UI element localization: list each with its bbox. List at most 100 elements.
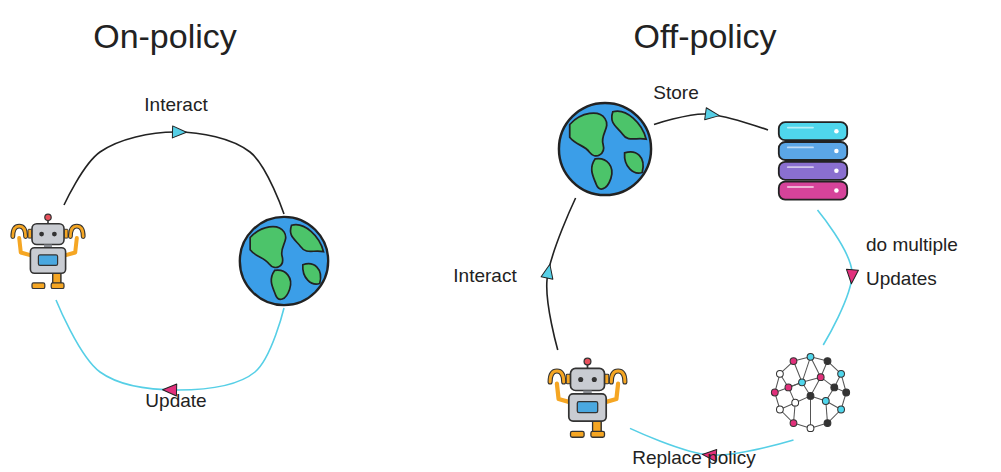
robot-claw — [550, 371, 564, 382]
robot-foot — [32, 283, 45, 289]
network-neuron — [824, 420, 831, 427]
database-light — [834, 149, 839, 154]
network-neuron — [792, 399, 799, 406]
robot-body — [569, 394, 606, 421]
robot-screen — [38, 255, 57, 265]
network-neuron — [807, 425, 814, 432]
database-disk — [779, 142, 847, 160]
arrow-head — [541, 263, 556, 279]
continents — [250, 225, 323, 300]
network-neuron — [817, 374, 824, 381]
robot-eye — [52, 232, 57, 237]
database-shine — [788, 166, 813, 168]
section-title: On-policy — [93, 16, 237, 56]
network-neuron — [838, 370, 845, 377]
continent — [592, 159, 612, 189]
database-light — [834, 129, 839, 134]
robot-eye — [578, 377, 583, 382]
robot-leg — [593, 420, 602, 432]
robot-head — [571, 368, 605, 390]
arrow-head — [172, 126, 186, 138]
continent — [303, 264, 321, 284]
continent — [625, 152, 644, 173]
neural-network-icon — [768, 345, 853, 440]
robot-claw — [611, 371, 625, 382]
network-neuron — [790, 420, 797, 427]
edge-label: Store — [606, 76, 746, 110]
database-light — [834, 188, 839, 193]
network-neuron — [838, 406, 845, 413]
arrow-head — [705, 108, 720, 122]
icon-graphic — [237, 214, 331, 308]
earth-icon — [237, 214, 331, 308]
robot-claw — [70, 226, 83, 236]
continent — [291, 225, 324, 252]
network-neuron — [831, 384, 838, 391]
ocean — [240, 217, 328, 305]
continent — [612, 111, 646, 139]
robot-head — [32, 224, 64, 245]
network-neuron — [790, 358, 797, 365]
network-neuron — [785, 384, 792, 391]
continents — [570, 111, 646, 189]
robot-eye — [592, 377, 597, 382]
robot-leg — [53, 273, 61, 284]
arrow-head — [845, 269, 858, 284]
globe-outline — [559, 103, 651, 195]
network-neuron — [824, 358, 831, 365]
network-neuron — [807, 393, 814, 400]
database-disk — [779, 182, 847, 200]
network-neuron — [777, 406, 784, 413]
network-neuron — [777, 370, 784, 377]
section-title: Off-policy — [634, 16, 777, 56]
edge-label: do multiple Updates — [866, 228, 978, 296]
database-light — [834, 169, 839, 174]
icon-graphic — [8, 205, 88, 300]
robot-claw — [70, 226, 83, 236]
robot-icon — [8, 205, 88, 300]
database-shine — [788, 186, 813, 188]
robot-claw — [13, 226, 26, 236]
robot-body — [30, 248, 65, 274]
earth-icon — [556, 100, 654, 198]
edge-label: Update — [96, 384, 256, 418]
icon-graphic — [768, 345, 853, 440]
robot-antenna-tip — [584, 358, 591, 365]
edge-label: Interact — [96, 88, 256, 122]
robot-leg — [53, 273, 61, 284]
icon-graphic — [768, 110, 858, 210]
database-icon — [768, 110, 858, 210]
continent — [250, 227, 286, 268]
robot-foot — [591, 431, 605, 437]
database-disk — [779, 122, 847, 140]
database-disk — [779, 162, 847, 180]
network-neuron — [771, 389, 778, 396]
robot-claw — [611, 371, 625, 382]
robot-screen — [577, 402, 597, 413]
robot-claw — [550, 371, 564, 382]
database-shine — [788, 146, 813, 148]
robot-claw — [13, 226, 26, 236]
network-neuron — [799, 379, 806, 386]
icon-graphic — [545, 350, 630, 448]
robot-icon — [545, 350, 630, 448]
robot-foot — [51, 283, 64, 289]
continent — [570, 113, 607, 156]
database-shine — [788, 127, 813, 129]
network-neuron — [807, 353, 814, 360]
robot-foot — [571, 431, 585, 437]
network-link — [802, 357, 811, 383]
robot-leg — [593, 420, 602, 432]
network-neuron — [843, 389, 850, 396]
flow-arrow — [818, 210, 853, 345]
flow-arrow — [56, 300, 284, 390]
icon-graphic — [556, 100, 654, 198]
ocean — [559, 103, 651, 195]
globe-outline — [240, 217, 328, 305]
flow-arrow — [64, 132, 284, 214]
continent — [271, 270, 290, 299]
edge-label: Interact — [430, 259, 540, 293]
robot-eye — [39, 232, 44, 237]
robot-antenna-tip — [45, 214, 51, 220]
